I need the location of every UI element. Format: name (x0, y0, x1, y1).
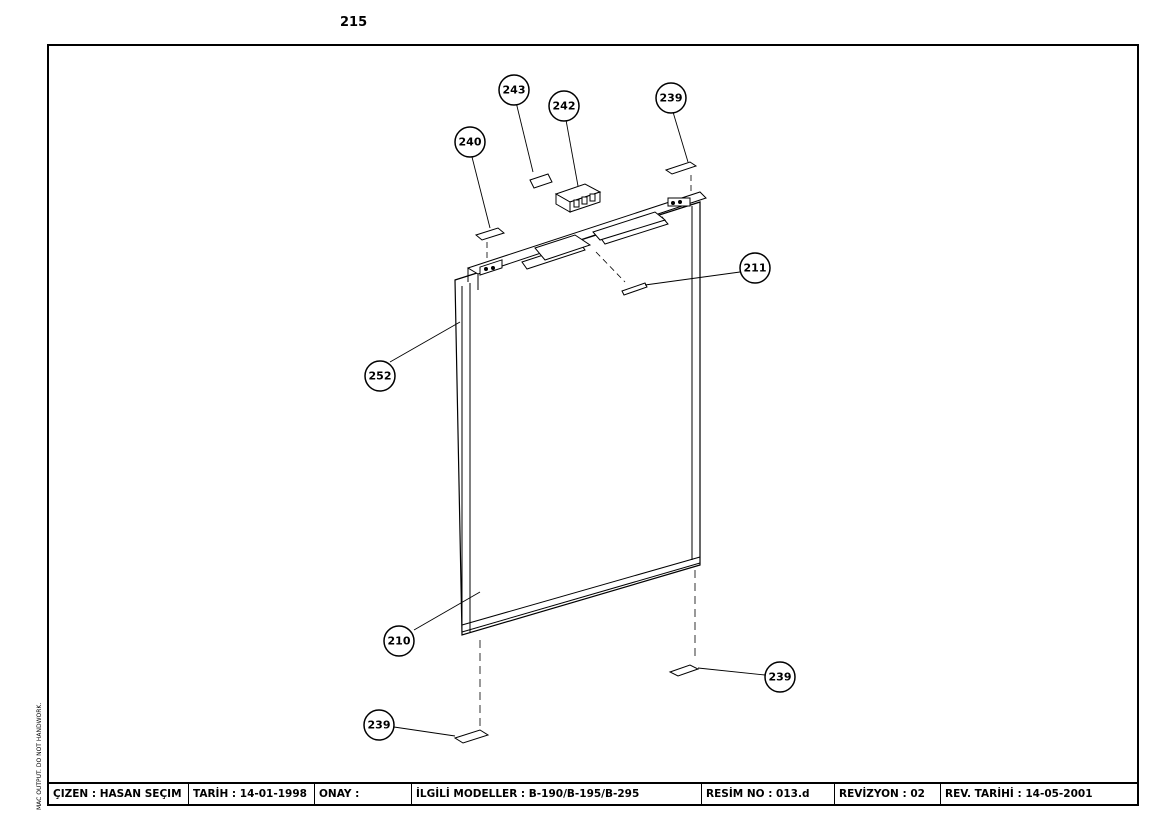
callout-210: 210 (388, 635, 411, 648)
callout-239-top: 239 (660, 92, 683, 105)
callout-243: 243 (503, 84, 526, 97)
callout-242: 242 (553, 100, 576, 113)
revision-date: REV. TARİHİ : 14-05-2001 (945, 788, 1093, 800)
callout-240: 240 (459, 136, 482, 149)
callout-252: 252 (369, 370, 392, 383)
revision: REVİZYON : 02 (835, 784, 941, 804)
title-block: ÇIZEN : HASAN SEÇIM TARİH : 14-01-1998 O… (47, 782, 1139, 806)
part-243 (529, 173, 553, 189)
date: TARİH : 14-01-1998 (189, 784, 315, 804)
drawing-number: RESİM NO : 013.d (702, 784, 835, 804)
part-239-top (664, 111, 698, 195)
part-239-right (668, 570, 766, 677)
part-242 (554, 119, 602, 213)
door-panel (454, 191, 707, 636)
approval: ONAY : (315, 784, 412, 804)
page-number: 215 (340, 15, 368, 30)
callout-239-right: 239 (769, 671, 792, 684)
part-239-bottom (393, 640, 490, 744)
drawn-by: ÇIZEN : HASAN SEÇIM (49, 784, 189, 804)
callout-239-bottom: 239 (368, 719, 391, 732)
part-240 (471, 156, 506, 262)
part-211 (621, 282, 648, 296)
callout-211: 211 (744, 262, 767, 275)
related-models: İLGİLİ MODELLER : B-190/B-195/B-295 (412, 784, 702, 804)
